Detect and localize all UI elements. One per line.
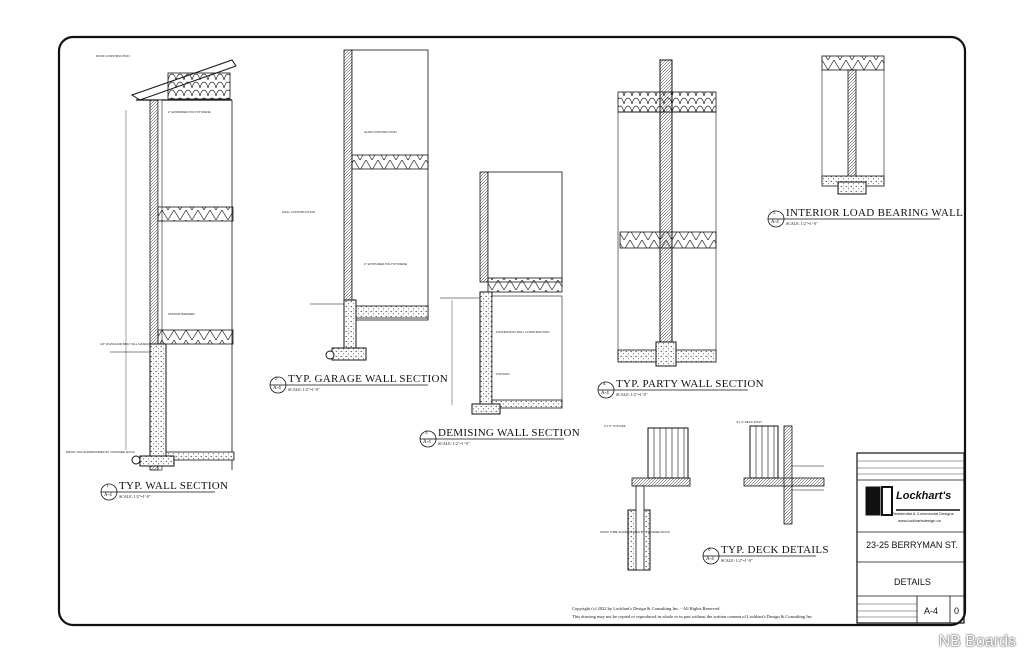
project-address: 23-25 BERRYMAN ST.	[866, 540, 958, 550]
detail-3-title: DEMISING WALL SECTION	[438, 427, 580, 439]
note-anchor-bolt: 1/2" Ø ANCHOR BOLT SILL GASKET	[100, 342, 151, 346]
note-exp-poly: 2" EXPANDED POLYSTYRENE	[168, 110, 211, 114]
demising-wall-drawing	[440, 171, 563, 415]
deck-details-drawing	[627, 425, 825, 571]
note-roof: ROOF CONSTRUCTION	[96, 54, 130, 58]
revision-number: 0	[954, 606, 960, 616]
detail-5-sheet: A-4	[771, 220, 779, 225]
detail-3-number: 3	[425, 431, 428, 436]
note-slab: SLAB CONSTRUCTION	[364, 130, 397, 134]
sheet-title: DETAILS	[894, 577, 931, 587]
detail-1-number: 1	[106, 484, 109, 489]
note-deck-sono: SONO TUBE SURROUNDED BY CRUSHED ROCK	[600, 530, 670, 534]
interior-wall-drawing	[821, 55, 885, 195]
note-extruded-poly: 2" EXTRUDED POLYSTYRENE	[364, 262, 407, 266]
copyright-line-2: This drawing may not be copied or reprod…	[572, 614, 814, 619]
note-footing: FOOTING	[496, 372, 510, 376]
note-foundation: FOUNDATION WALL CONSTRUCTION	[496, 330, 550, 334]
detail-4-sheet: A-4	[601, 391, 609, 396]
garage-wall-drawing	[310, 49, 429, 361]
note-deck-post: 4"x 4" DECK POST	[736, 420, 762, 424]
logo-website: www.lockhartsdesign.ca	[898, 518, 941, 523]
detail-6-scale: SCALE: 1/2"=1'-0"	[721, 558, 753, 563]
sheet-number: A-4	[924, 606, 939, 616]
party-wall-drawing	[617, 59, 717, 367]
note-wall-construction: WALL CONSTRUCTION	[282, 210, 315, 214]
note-deck-top-rail: 2"x 6" TOP RAIL	[604, 424, 627, 428]
detail-4-title: TYP. PARTY WALL SECTION	[616, 378, 764, 390]
detail-5-scale: SCALE: 1/2"=1'-0"	[786, 221, 818, 226]
watermark: NB Boards	[938, 633, 1016, 650]
logo-text: Lockhart's	[896, 490, 952, 502]
detail-3-sheet: A-4	[423, 440, 431, 445]
logo-tagline: Residential & Commercial Designs	[892, 511, 954, 516]
title-underlines	[117, 218, 940, 557]
note-drain-tile: DRAIN TILE SURROUNDED BY CRUSHED ROCK	[66, 450, 135, 454]
detail-5-number: 5	[773, 211, 776, 216]
detail-5-title: INTERIOR LOAD BEARING WALL	[786, 207, 964, 219]
title-block	[856, 452, 965, 624]
detail-4-number: 4	[603, 382, 606, 387]
copyright-line-1: Copyright (c) 2022 by Lockhart's Design …	[572, 606, 720, 611]
wall-section-drawing	[110, 59, 237, 471]
note-vapour-barrier: VAPOUR BARRIER	[168, 312, 195, 316]
detail-1-title: TYP. WALL SECTION	[119, 480, 229, 492]
detail-4-scale: SCALE: 1/2"=1'-0"	[616, 392, 648, 397]
detail-1-scale: SCALE: 1/2"=1'-0"	[119, 494, 151, 499]
detail-2-sheet: A-4	[273, 386, 281, 391]
detail-1-sheet: A-4	[104, 493, 112, 498]
detail-2-number: 2	[275, 377, 278, 382]
detail-3-scale: SCALE: 1/2"=1'-0"	[438, 441, 470, 446]
detail-6-number: 6	[708, 548, 711, 553]
detail-2-title: TYP. GARAGE WALL SECTION	[288, 373, 448, 385]
detail-6-title: TYP. DECK DETAILS	[721, 544, 829, 556]
detail-6-sheet: A-4	[706, 557, 714, 562]
detail-2-scale: SCALE: 1/2"=1'-0"	[288, 387, 320, 392]
